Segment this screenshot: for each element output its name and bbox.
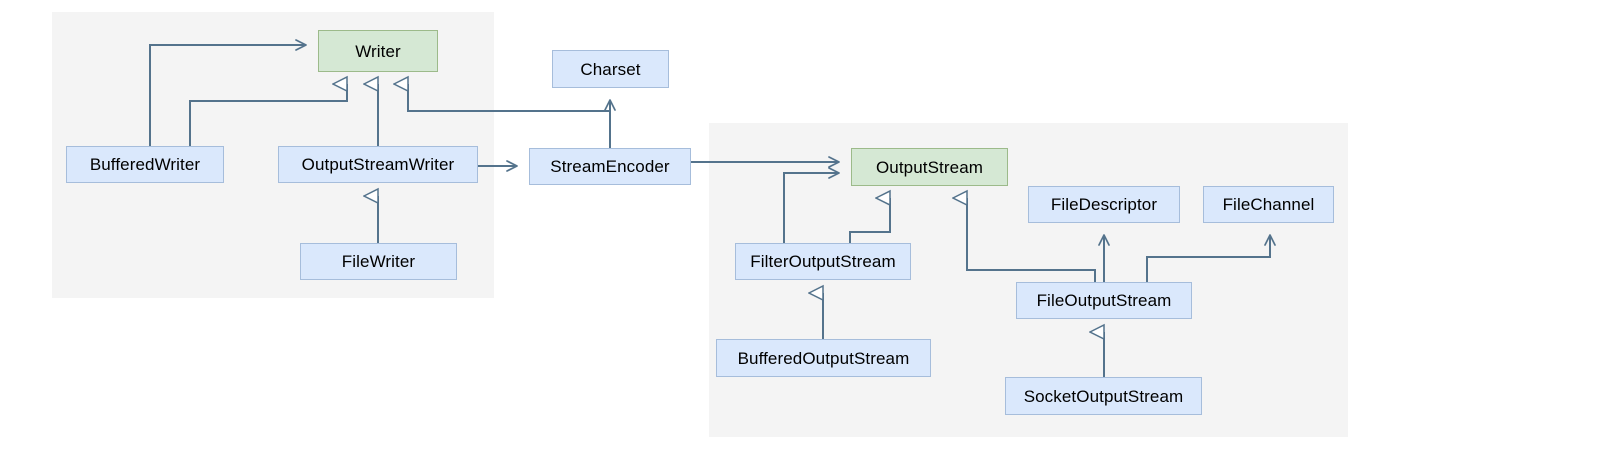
class-node-charset[interactable]: Charset: [552, 50, 669, 88]
class-node-bufferedoutputstream[interactable]: BufferedOutputStream: [716, 339, 931, 377]
class-node-label: BufferedOutputStream: [737, 348, 910, 368]
class-node-label: Charset: [580, 59, 641, 79]
class-node-outputstreamwriter[interactable]: OutputStreamWriter: [278, 146, 478, 183]
class-node-filedescriptor[interactable]: FileDescriptor: [1028, 186, 1180, 223]
class-node-label: BufferedWriter: [89, 155, 201, 174]
class-node-label: FileOutputStream: [1036, 291, 1172, 310]
class-node-label: StreamEncoder: [550, 157, 670, 176]
class-node-filteroutputstream[interactable]: FilterOutputStream: [735, 243, 911, 280]
class-node-streamencoder[interactable]: StreamEncoder: [529, 148, 691, 185]
class-node-label: OutputStream: [875, 157, 984, 177]
class-node-bufferedwriter[interactable]: BufferedWriter: [66, 146, 224, 183]
class-node-label: FileChannel: [1222, 195, 1315, 214]
class-node-label: SocketOutputStream: [1023, 386, 1184, 406]
class-node-fileoutputstream[interactable]: FileOutputStream: [1016, 282, 1192, 319]
class-node-label: OutputStreamWriter: [301, 155, 455, 174]
class-node-label: FileDescriptor: [1050, 195, 1158, 214]
class-node-label: FileWriter: [341, 252, 416, 271]
class-node-filewriter[interactable]: FileWriter: [300, 243, 457, 280]
class-node-label: Writer: [355, 41, 401, 61]
class-node-label: FilterOutputStream: [750, 252, 896, 271]
class-node-filechannel[interactable]: FileChannel: [1203, 186, 1334, 223]
class-node-socketoutputstream[interactable]: SocketOutputStream: [1005, 377, 1202, 415]
class-node-writer[interactable]: Writer: [318, 30, 438, 72]
class-node-outputstream[interactable]: OutputStream: [851, 148, 1008, 186]
